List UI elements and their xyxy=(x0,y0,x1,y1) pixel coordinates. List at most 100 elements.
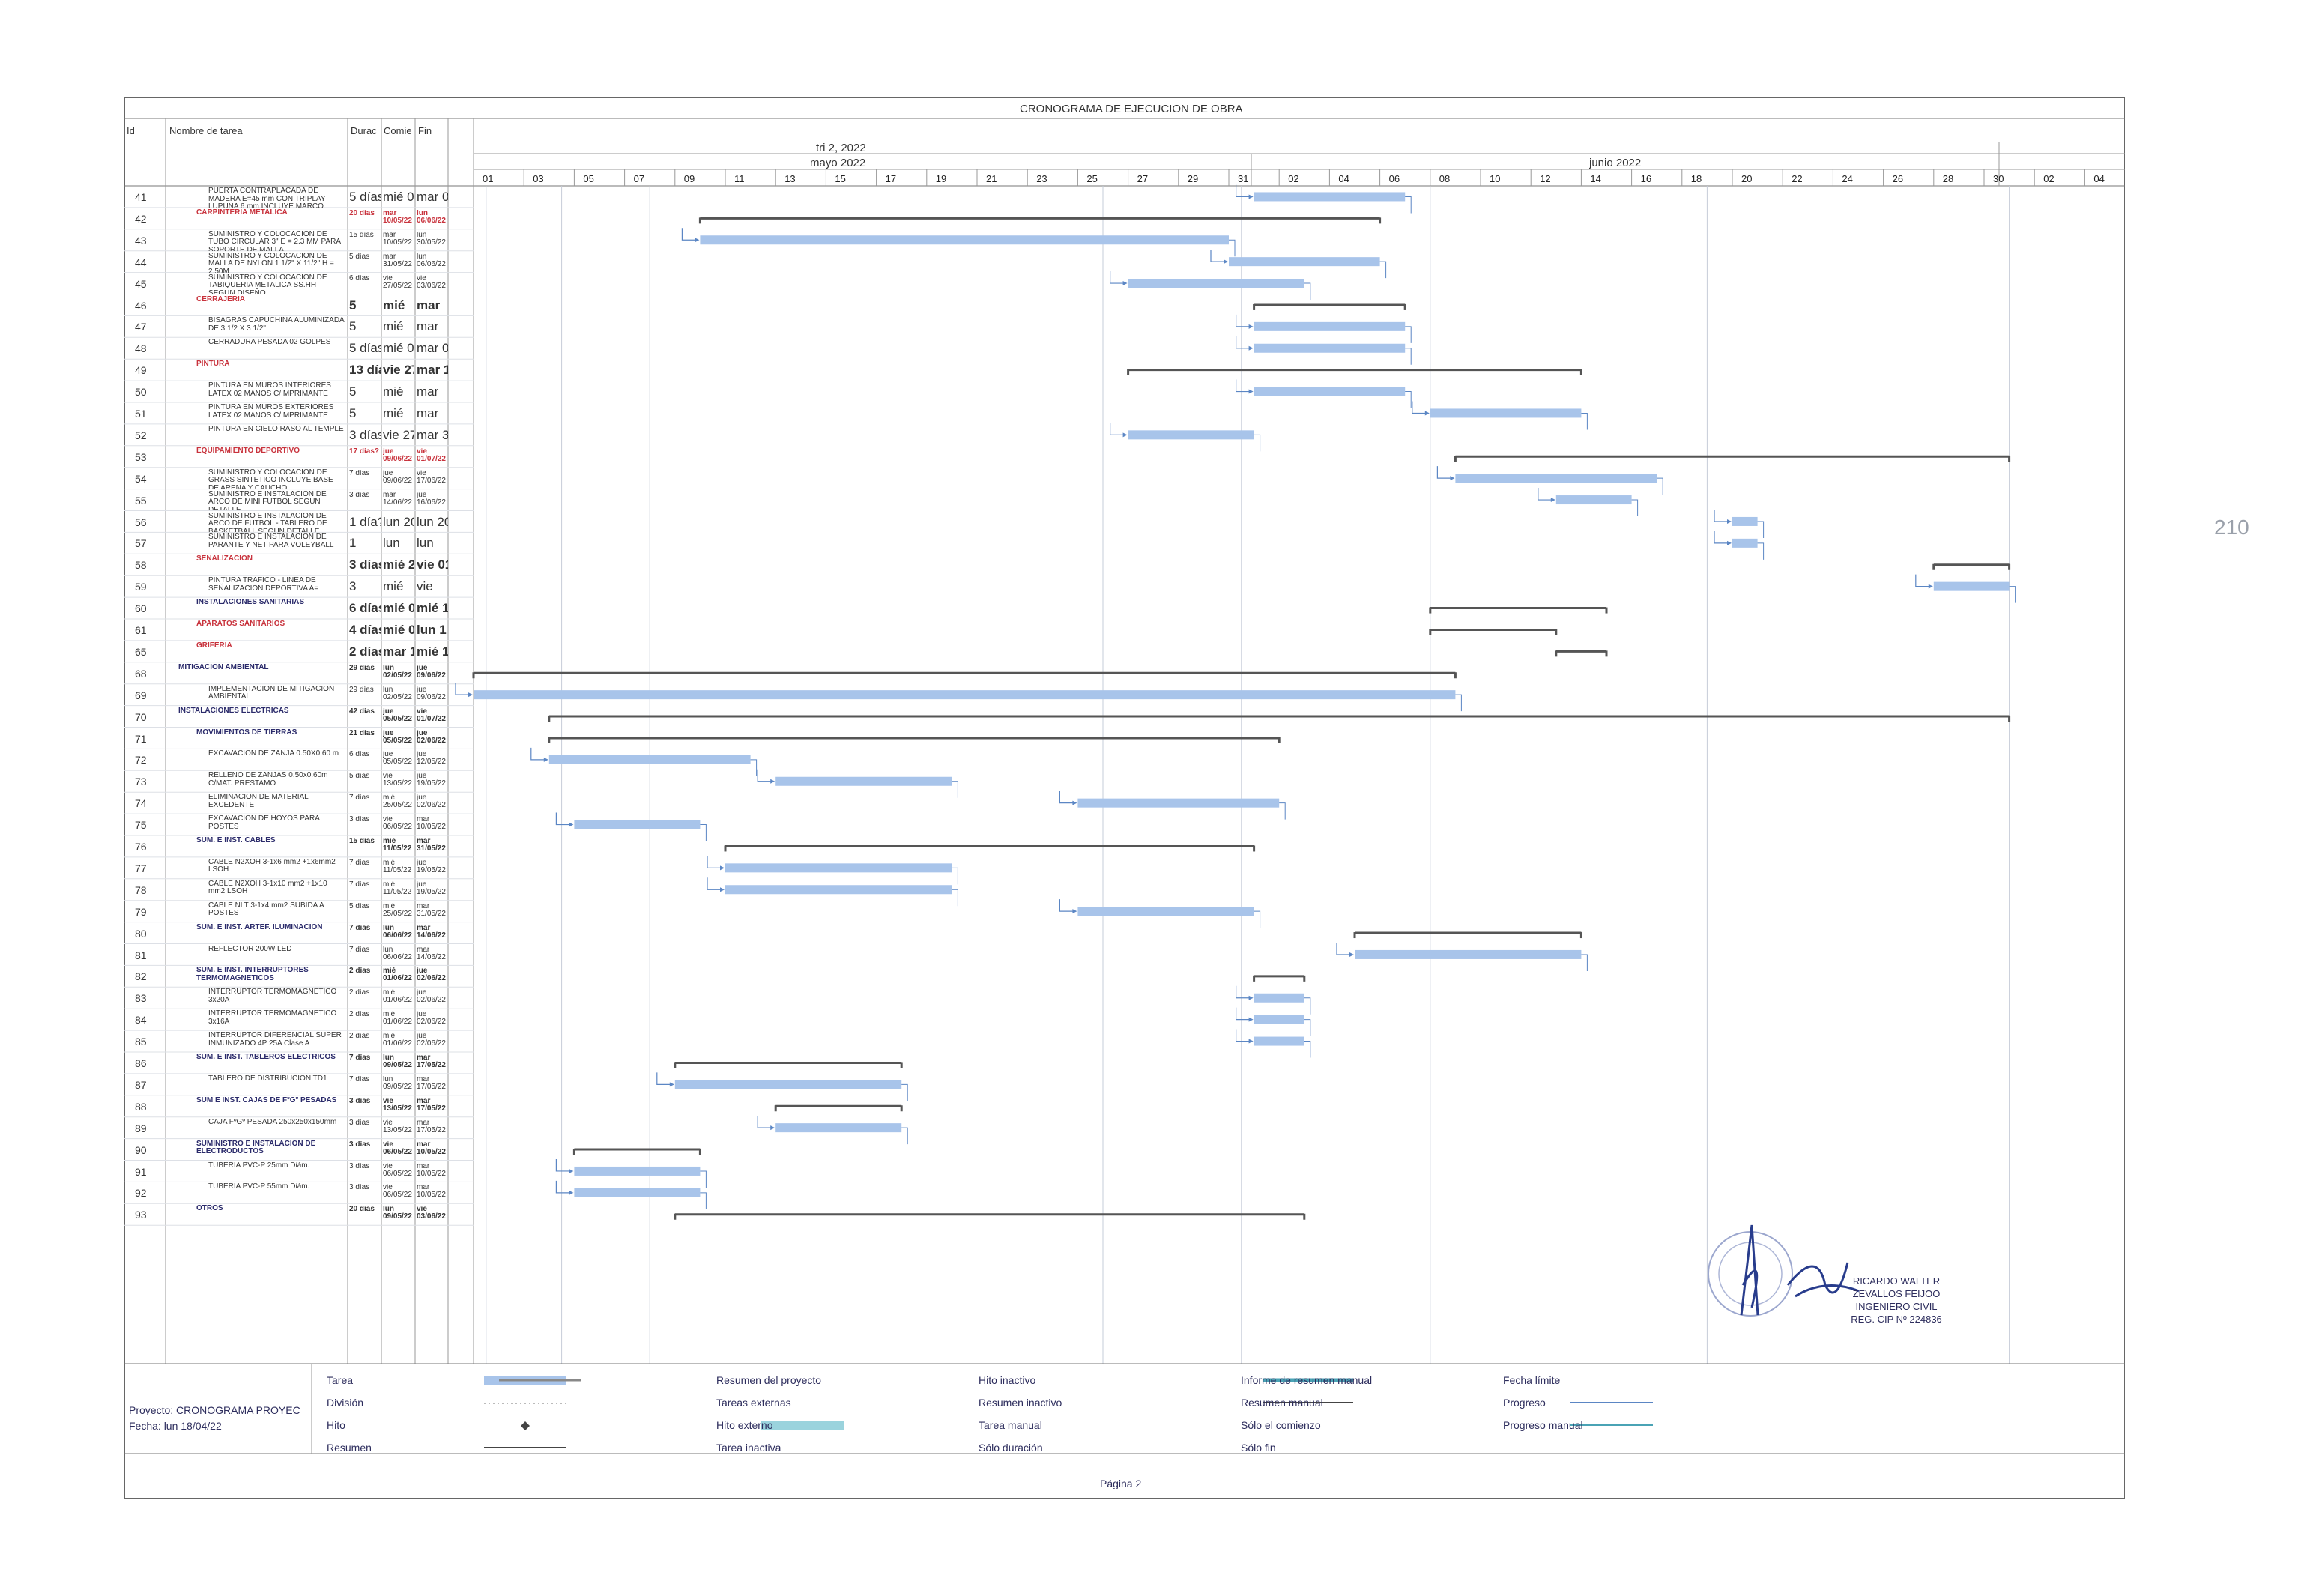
task-name: PINTURA EN MUROS EXTERIORES LATEX 02 MAN… xyxy=(208,404,334,420)
task-name: INSTALACIONES ELECTRICAS xyxy=(178,707,289,715)
successor-link xyxy=(1405,326,1412,343)
dependency-link xyxy=(555,1158,572,1172)
dependency-arrow xyxy=(1928,584,1933,589)
task-end: lun xyxy=(417,536,434,550)
task-start: lun 02/05/22 xyxy=(383,686,412,701)
task-start: lun 20/06 xyxy=(383,515,414,528)
task-duration: 3 días xyxy=(349,1097,371,1105)
row-id: 90 xyxy=(135,1144,147,1155)
task-name: BISAGRAS CAPUCHINA ALUMINIZADA DE 3 1/2 … xyxy=(208,317,345,333)
row-id: 85 xyxy=(135,1036,147,1048)
task-name: PINTURA TRAFICO - LINEA DE SEÑALIZACION … xyxy=(208,577,319,593)
dependency-arrow xyxy=(543,757,548,762)
task-start: mié 01/06 xyxy=(383,190,414,203)
day-label: 28 xyxy=(1942,174,1954,184)
task-bar xyxy=(1555,495,1632,505)
task-name: PUERTA CONTRAPLACADA DE MADERA E=45 mm C… xyxy=(208,187,326,208)
row-id: 75 xyxy=(135,820,147,831)
gantt-lines xyxy=(124,97,2125,1499)
legend-label: Progreso xyxy=(1503,1397,1546,1409)
engineer-stamp-text: RICARDO WALTER ZEVALLOS FEIJOO INGENIERO… xyxy=(1840,1275,1953,1326)
dependency-arrow xyxy=(1224,259,1228,265)
row-id: 45 xyxy=(135,278,147,289)
task-end: vie 01/07/22 xyxy=(417,707,446,723)
row-id: 55 xyxy=(135,495,147,506)
task-start: lun 09/05/22 xyxy=(383,1054,412,1069)
row-id: 84 xyxy=(135,1015,147,1026)
task-duration: 5 días xyxy=(349,773,370,781)
col-header-duration: Durac xyxy=(351,126,377,136)
task-duration: 20 días xyxy=(349,1206,375,1214)
task-name: REFLECTOR 200W LED xyxy=(208,945,292,953)
task-end: jue 02/06/22 xyxy=(417,1011,446,1027)
task-duration: 2 días xyxy=(349,644,381,658)
legend-label: Hito inactivo xyxy=(979,1374,1036,1386)
day-label: 05 xyxy=(583,174,594,184)
task-start: vie 13/05/22 xyxy=(383,773,412,788)
dependency-arrow xyxy=(569,1168,574,1173)
task-end: jue 02/06/22 xyxy=(417,729,446,745)
dependency-link xyxy=(1436,466,1454,479)
day-label: 07 xyxy=(633,174,645,184)
dependency-link xyxy=(1210,250,1227,262)
task-duration: 2 días xyxy=(349,1033,370,1041)
dependency-link xyxy=(1236,314,1252,327)
dependency-arrow xyxy=(770,1125,775,1131)
successor-link xyxy=(952,889,958,907)
dependency-link xyxy=(1059,899,1076,912)
task-end: vie 03/06/22 xyxy=(417,1206,446,1221)
dependency-arrow xyxy=(1550,498,1555,503)
legend-label: Progreso manual xyxy=(1503,1419,1583,1431)
timescale-month-may: mayo 2022 xyxy=(810,157,866,169)
row-id: 53 xyxy=(135,451,147,462)
legend-label: Resumen xyxy=(327,1442,372,1454)
task-start: jue 09/06/22 xyxy=(383,469,412,485)
row-id: 41 xyxy=(135,192,147,202)
successor-link xyxy=(1631,499,1639,517)
task-name: MOVIMIENTOS DE TIERRAS xyxy=(196,728,297,737)
row-id: 92 xyxy=(135,1188,147,1199)
legend-label: Sólo fin xyxy=(1241,1442,1276,1454)
dependency-link xyxy=(1915,574,1932,587)
project-date: Fecha: lun 18/04/22 xyxy=(129,1421,222,1431)
task-end: jue 19/05/22 xyxy=(417,880,446,896)
task-duration: 5 días xyxy=(349,190,381,203)
task-duration: 21 días xyxy=(349,729,375,737)
engineer-title: INGENIERO CIVIL xyxy=(1855,1300,1938,1312)
task-bar xyxy=(1732,516,1758,526)
task-name: GRIFERIA xyxy=(196,641,232,650)
task-start: vie 06/05/22 xyxy=(383,1162,412,1178)
dependency-link xyxy=(1110,271,1126,284)
task-end: mar 1 xyxy=(417,363,448,377)
task-name: EXCAVACION DE ZANJA 0.50X0.60 m xyxy=(208,750,339,758)
task-start: mié 0 xyxy=(383,342,414,355)
dependency-link xyxy=(656,1072,673,1085)
task-end: mar xyxy=(417,298,441,312)
task-start: vie 27/05/22 xyxy=(383,274,412,290)
task-start: lun 06/06/22 xyxy=(383,946,412,961)
row-id: 61 xyxy=(135,625,147,635)
successor-link xyxy=(1304,997,1311,1015)
task-start: mar 31/05/22 xyxy=(383,253,412,268)
task-name: CARPINTERIA METALICA xyxy=(196,208,288,217)
row-id: 65 xyxy=(135,646,147,657)
task-name: CERRAJERIA xyxy=(196,295,246,303)
dependency-link xyxy=(707,877,723,890)
row-id: 73 xyxy=(135,776,147,788)
task-start: mié 01/06/22 xyxy=(383,989,412,1005)
task-bar xyxy=(1254,1015,1304,1024)
task-end: mar 14/06/22 xyxy=(417,924,446,940)
legend-label: Resumen inactivo xyxy=(979,1397,1062,1409)
task-end: mar 14/06/22 xyxy=(417,946,446,961)
task-bar xyxy=(1254,1036,1304,1046)
dependency-link xyxy=(555,812,572,826)
dependency-arrow xyxy=(1122,432,1128,438)
page-number: Página 2 xyxy=(1100,1478,1142,1489)
task-end: lun 20/06 xyxy=(417,515,448,528)
task-duration: 15 días xyxy=(349,838,375,845)
dependency-arrow xyxy=(1424,411,1430,416)
day-label: 16 xyxy=(1640,174,1652,184)
successor-link xyxy=(1657,477,1663,495)
legend-label: Resumen del proyecto xyxy=(716,1374,822,1386)
task-duration: 3 días xyxy=(349,491,370,499)
